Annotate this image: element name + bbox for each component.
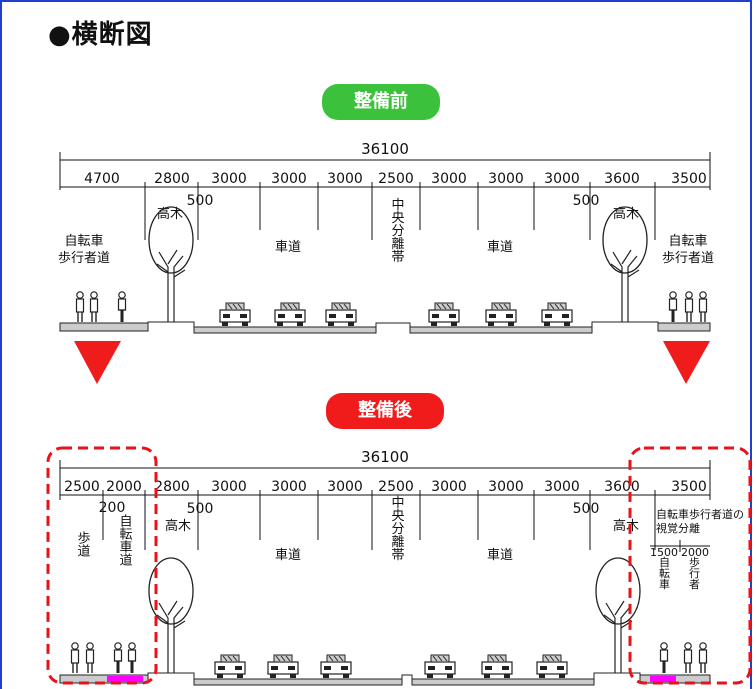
after-visual-sep-l1: 自転車歩行者道の [656, 507, 744, 521]
after-visual-sep-l2: 視覚分離 [656, 521, 700, 535]
after-badge: 整備後 [326, 393, 444, 429]
after-road-right-label: 車道 [487, 548, 513, 563]
before-walk-right-l1: 自転車 [668, 234, 707, 249]
before-walk-left-l1: 自転車 [64, 234, 103, 249]
after-dim-6: 2500 [378, 479, 414, 495]
before-walk-right-l2: 歩行者道 [662, 251, 714, 266]
after-tree-left-label: 高木 [165, 518, 191, 534]
after-road-left-label: 車道 [275, 548, 301, 563]
before-dim-3: 3000 [271, 171, 307, 187]
arrow-down-left-icon [74, 341, 121, 384]
before-dim-10: 3500 [671, 171, 707, 187]
before-road-left-label: 車道 [275, 240, 301, 255]
before-dim-9: 3600 [604, 171, 640, 187]
before-dim-7: 3000 [488, 171, 524, 187]
after-small-right: 500 [573, 501, 600, 517]
before-dim-1: 2800 [154, 171, 190, 187]
after-dim-7: 3000 [431, 479, 467, 495]
before-section: 36100 4700 2800 3000 3000 3000 2500 3000… [58, 140, 714, 384]
after-sep-dim-0: 1500 [650, 546, 678, 559]
before-tree-right-label: 高木 [613, 206, 639, 222]
right-highlight-box [628, 446, 752, 685]
before-dim-2: 3000 [211, 171, 247, 187]
after-dim-9: 3000 [544, 479, 580, 495]
after-sidewalk-label: 歩道 [75, 531, 91, 557]
after-dim-11: 3500 [671, 479, 707, 495]
after-dim-3: 3000 [211, 479, 247, 495]
before-dim-5: 2500 [378, 171, 414, 187]
after-dim-0: 2500 [64, 479, 100, 495]
left-highlight-box [46, 446, 158, 685]
after-ground [59, 672, 711, 686]
after-sep-dim-1: 2000 [681, 546, 709, 559]
before-dim-ticks [144, 182, 656, 240]
before-median-label: 中央分離帯 [389, 198, 405, 263]
after-ped-right-label: 歩行者 [688, 555, 701, 590]
after-median-label: 中央分離帯 [389, 496, 405, 561]
before-small-right: 500 [573, 193, 600, 209]
after-tree-right-label: 高木 [613, 518, 639, 534]
after-dim-2: 2800 [154, 479, 190, 495]
before-dim-8: 3000 [544, 171, 580, 187]
before-dim-4: 3000 [327, 171, 363, 187]
after-dim-1: 2000 [106, 479, 142, 495]
page-title: ●横断図 [48, 20, 153, 50]
before-road-right-label: 車道 [487, 240, 513, 255]
before-tree-left-label: 高木 [157, 206, 183, 222]
after-section: 36100 2500 2000 2800 3000 3000 3000 2500… [46, 446, 752, 686]
after-bike-label: 自転車道 [117, 514, 133, 566]
after-dim-5: 3000 [327, 479, 363, 495]
before-ground [59, 321, 711, 334]
after-dim-8: 3000 [488, 479, 524, 495]
after-total-dim: 36100 [361, 448, 409, 466]
before-walk-left-l2: 歩行者道 [58, 251, 110, 266]
after-dim-4: 3000 [271, 479, 307, 495]
after-small-200: 200 [99, 500, 126, 516]
after-bike-right-label: 自転車 [658, 556, 671, 590]
after-small-left: 500 [187, 501, 214, 517]
before-badge: 整備前 [322, 84, 440, 120]
arrow-down-right-icon [663, 341, 710, 384]
after-dim-10: 3600 [604, 479, 640, 495]
before-dim-6: 3000 [431, 171, 467, 187]
before-dim-0: 4700 [84, 171, 120, 187]
before-small-left: 500 [187, 193, 214, 209]
before-total-dim: 36100 [361, 140, 409, 158]
